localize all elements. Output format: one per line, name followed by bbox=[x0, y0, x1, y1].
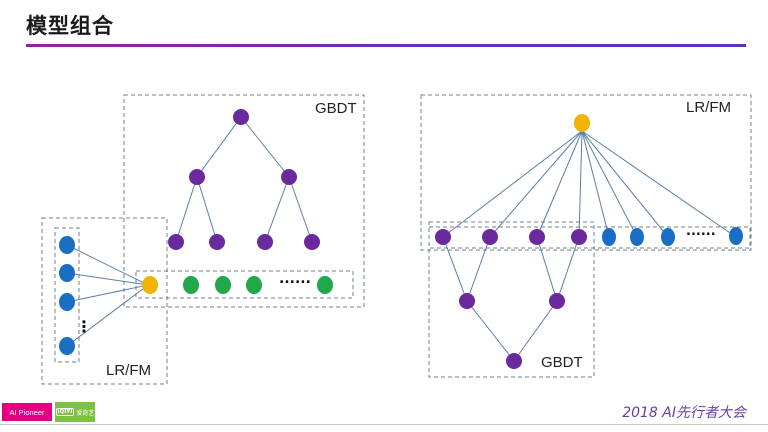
left-tree-root-node bbox=[233, 109, 249, 125]
left-output-node bbox=[142, 276, 158, 294]
left-lrfm-label: LR/FM bbox=[106, 362, 151, 379]
left-feature-row-box bbox=[135, 270, 354, 299]
right-input-nodes bbox=[602, 227, 743, 246]
left-input-node bbox=[59, 236, 75, 254]
right-gbdt-box bbox=[428, 221, 595, 378]
right-lrfm-box bbox=[420, 94, 752, 251]
left-diagram: ⋮ ...... GBDT LR/FM bbox=[41, 94, 365, 385]
right-tree-edges bbox=[442, 236, 580, 362]
left-input-node bbox=[59, 337, 75, 355]
right-output-node bbox=[574, 114, 590, 132]
ai-pioneer-badge: AI Pioneer bbox=[2, 403, 52, 421]
right-feature-ellipsis: ...... bbox=[686, 224, 716, 239]
left-input-node bbox=[59, 264, 75, 282]
left-tree-nodes bbox=[168, 109, 320, 250]
left-input-ellipsis: ⋮ bbox=[76, 317, 92, 336]
right-input-node bbox=[602, 228, 616, 246]
right-tree-node bbox=[549, 293, 565, 309]
gbdt-feature-node bbox=[317, 276, 333, 294]
right-feature-row-box bbox=[428, 226, 751, 249]
left-lrfm-box bbox=[41, 217, 168, 385]
left-feature-ellipsis: ...... bbox=[279, 271, 311, 287]
right-tree-leaf-node bbox=[435, 229, 451, 245]
right-tree-leaf-node bbox=[529, 229, 545, 245]
slide-title: 模型组合 bbox=[26, 14, 114, 38]
right-input-node bbox=[661, 228, 675, 246]
iqiyi-logo: iQIYI 爱奇艺 bbox=[55, 402, 95, 422]
left-gbdt-box bbox=[123, 94, 365, 308]
left-tree-node bbox=[281, 169, 297, 185]
left-tree-leaf-node bbox=[209, 234, 225, 250]
right-diagram: ...... LR/FM GBDT bbox=[420, 94, 752, 378]
gbdt-feature-node bbox=[246, 276, 262, 294]
right-input-node bbox=[630, 228, 644, 246]
right-input-node bbox=[729, 227, 743, 245]
title-divider bbox=[26, 44, 746, 47]
right-tree-nodes bbox=[435, 229, 587, 369]
left-lr-edges bbox=[66, 244, 149, 347]
gbdt-feature-node bbox=[183, 276, 199, 294]
footer-divider bbox=[0, 424, 768, 425]
left-input-nodes bbox=[59, 236, 75, 355]
right-tree-node bbox=[459, 293, 475, 309]
left-gbdt-feature-nodes bbox=[183, 276, 333, 294]
right-lrfm-label: LR/FM bbox=[686, 99, 731, 116]
right-tree-root-node bbox=[506, 353, 522, 369]
left-input-node bbox=[59, 293, 75, 311]
left-tree-edges bbox=[175, 116, 313, 243]
left-tree-leaf-node bbox=[257, 234, 273, 250]
right-tree-leaf-node bbox=[482, 229, 498, 245]
gbdt-feature-node bbox=[215, 276, 231, 294]
left-tree-leaf-node bbox=[304, 234, 320, 250]
left-tree-node bbox=[189, 169, 205, 185]
right-lr-edges bbox=[442, 130, 737, 238]
left-gbdt-label: GBDT bbox=[315, 100, 357, 117]
left-input-column-box bbox=[54, 227, 80, 363]
left-tree-leaf-node bbox=[168, 234, 184, 250]
footer-conference-name: 2018 AI先行者大会 bbox=[622, 405, 746, 421]
iqiyi-logo-text: 爱奇艺 bbox=[76, 409, 95, 417]
right-gbdt-label: GBDT bbox=[541, 354, 583, 371]
iqiyi-logo-mark: iQIYI bbox=[55, 408, 75, 416]
right-tree-leaf-node bbox=[571, 229, 587, 245]
